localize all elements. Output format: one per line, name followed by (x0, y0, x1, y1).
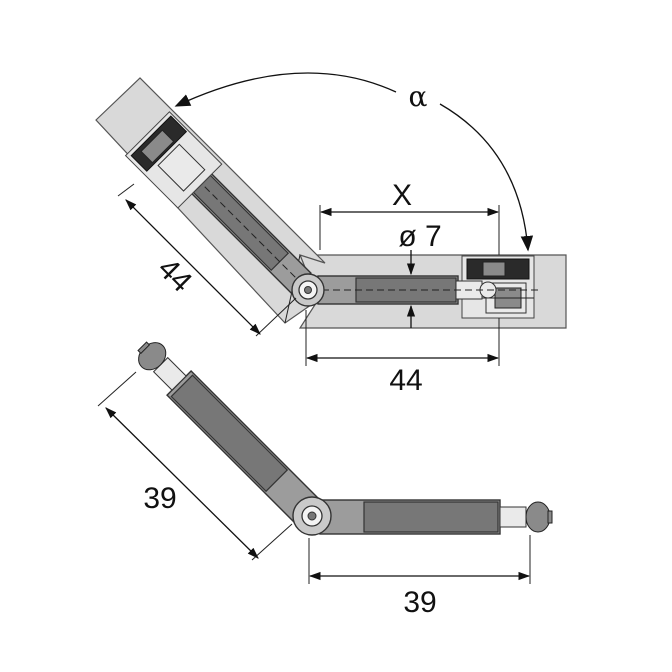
lower-right-length-label: 39 (403, 586, 436, 619)
lower-right-length-dimension (308, 535, 531, 584)
upper-left-length-dimension (117, 183, 297, 337)
lower-hinge-hub (292, 496, 332, 536)
left-housing (124, 111, 223, 209)
lower-left-length-dimension (97, 371, 293, 561)
upper-right-length-dimension (305, 310, 500, 366)
upper-left-length-label: 44 (151, 252, 198, 299)
lower-left-length-label: 39 (143, 482, 176, 515)
right-housing (461, 255, 535, 319)
angle-arc (174, 72, 534, 252)
upper-right-rod (317, 275, 540, 305)
angle-label: α (409, 80, 428, 113)
x-dimension-label: X (392, 179, 412, 212)
lower-assembly (137, 341, 553, 536)
lower-right-rod (319, 499, 553, 535)
x-dimension (319, 205, 500, 255)
upper-right-length-label: 44 (389, 364, 422, 397)
diameter-label: ø 7 (398, 220, 441, 253)
upper-assembly (95, 77, 567, 329)
upper-hinge-hub (291, 273, 325, 307)
